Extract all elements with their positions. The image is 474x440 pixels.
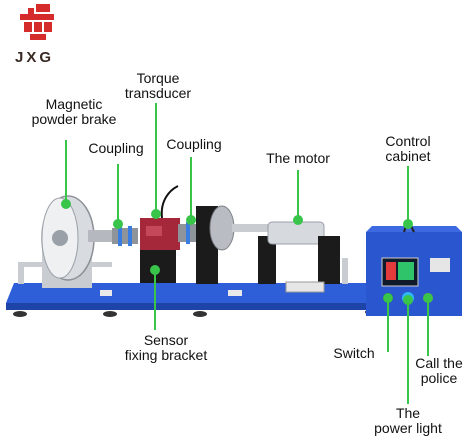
- label-the-motor: The motor: [266, 150, 330, 166]
- label-coupling-left: Coupling: [88, 140, 144, 156]
- label-torque-transducer: Torque transducer: [124, 70, 192, 101]
- label-the-power-light: The power light: [374, 405, 442, 436]
- jxg-logo-mark: [20, 4, 54, 40]
- disc-stand: [196, 205, 272, 284]
- label-switch: Switch: [333, 345, 375, 361]
- magnetic-powder-brake: [41, 195, 114, 288]
- control-cabinet: [366, 217, 462, 316]
- label-coupling-right: Coupling: [166, 136, 222, 152]
- label-call-the-police: Call the police: [415, 355, 463, 386]
- torque-transducer: [140, 185, 180, 250]
- logo-text: JXG: [15, 49, 55, 66]
- label-magnetic-powder-brake: Magnetic powder brake: [31, 96, 117, 127]
- motor: [258, 221, 340, 293]
- annotation-leaders: [61, 103, 433, 404]
- label-control-cabinet: Control cabinet: [385, 133, 431, 164]
- label-sensor-fixing-bracket: Sensor fixing bracket: [124, 332, 208, 363]
- coupling-left: [112, 226, 138, 246]
